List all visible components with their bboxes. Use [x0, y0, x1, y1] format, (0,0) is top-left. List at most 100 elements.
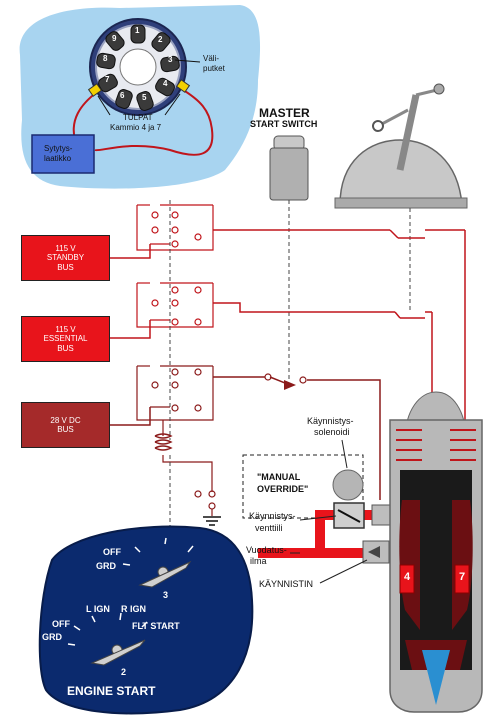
switch-2-flt-label: FLT START: [132, 621, 180, 631]
bleed-label-1: Vuodatus-: [246, 545, 287, 555]
master-switch-arrow: [284, 380, 296, 390]
master-label: MASTER: [259, 106, 310, 120]
switch-2-tick-flt: [141, 621, 148, 628]
plug-left: [87, 83, 103, 97]
relay-3: [136, 365, 214, 421]
throttle-link-2: [379, 108, 409, 127]
master-sublabel: START SWITCH: [250, 119, 318, 129]
valve-label-2: venttiili: [255, 523, 283, 533]
standby-bus-line2: STANDBY: [46, 253, 85, 263]
dc-bus-box: 28 V DC BUS: [21, 402, 110, 448]
throttle-quadrant: [339, 139, 463, 206]
igniter-4-label: 4: [404, 571, 411, 583]
cylinder-label-7: 7: [105, 75, 110, 84]
valiputket-label-2: putket: [203, 64, 225, 73]
ground-switch-contact-3: [208, 502, 216, 510]
start-valve-blade: [337, 509, 361, 523]
dc-bus-line2: BUS: [57, 425, 74, 434]
cylinder-label-3: 3: [168, 55, 173, 64]
throttle-knob: [433, 83, 445, 95]
igniter-7-label: 7: [459, 571, 466, 583]
engine-start-title: ENGINE START: [67, 684, 156, 698]
engine-ring-inner: [119, 48, 157, 86]
cylinder-label-5: 5: [142, 93, 147, 102]
master-to-solenoid: [307, 379, 381, 500]
starter-label: KÄYNNISTIN: [259, 579, 314, 589]
relay2-to-throttle: [213, 302, 395, 313]
switch-3-tick-top: [164, 537, 167, 545]
relay-1: [136, 204, 214, 251]
throttle-switch-2: [394, 311, 432, 319]
switch-3-tick-off: [134, 546, 141, 553]
valiputket-label-1: Väli-: [203, 54, 220, 63]
essential-bus-box: 115 V ESSENTIAL BUS: [21, 316, 110, 362]
cylinder-label-4: 4: [163, 79, 168, 88]
standby-bus-line1: 115 V: [55, 244, 76, 254]
igniter-7-box: [454, 564, 470, 594]
switch-3-tick-grd: [122, 563, 131, 566]
valve-label-1: Käynnistys-: [249, 511, 296, 521]
switch-2-number: 2: [121, 667, 127, 677]
ground-switch-contact-2: [208, 490, 216, 498]
solenoid-pointer: [341, 439, 348, 469]
master-switch-body: [269, 147, 309, 201]
essential-bus-line1: 115 V: [55, 325, 76, 335]
throttle-switch-1: [389, 229, 465, 239]
exhaust-cone: [422, 650, 450, 705]
relay-coil: [154, 433, 173, 451]
cylinder-label-2: 2: [158, 35, 163, 44]
standby-bus-wire: [110, 244, 151, 259]
switch-3-number: 3: [163, 590, 169, 600]
switch-2-tick-grd: [67, 643, 76, 646]
cylinder-label-9: 9: [112, 34, 117, 43]
plug-right: [175, 79, 191, 93]
switch-2-tick-lign: [91, 615, 96, 623]
throttle-link: [415, 88, 438, 97]
switch-2-lign-label: L IGN: [86, 604, 110, 614]
ignition-lead-right: [94, 87, 214, 156]
valve-actuator: [371, 504, 391, 526]
master-contact-2: [299, 376, 307, 384]
switch-2-rign-label: R IGN: [121, 604, 147, 614]
cylinder-label-6: 6: [120, 91, 125, 100]
switch-3-knob: [138, 560, 192, 588]
essential-bus-line2: ESSENTIAL: [43, 334, 88, 344]
dc-bus-line1: 28 V DC: [50, 415, 81, 425]
manual-override-label-2: OVERRIDE": [257, 484, 309, 494]
kammio-label: Kammio 4 ja 7: [110, 123, 162, 132]
igniter-4-box: [399, 564, 415, 594]
relay-2: [136, 282, 214, 328]
switch-2-tick-rign: [119, 612, 122, 621]
tulpat-label: TULPAT: [123, 113, 153, 122]
essential-bus-line3: BUS: [57, 343, 74, 353]
exciter-box: [31, 134, 95, 174]
bleed-air-pipe-vertical: [315, 510, 325, 558]
throttle-arm: [396, 94, 420, 171]
tulpat-pointer-right: [164, 93, 181, 116]
switch-3-tick-right: [187, 545, 194, 553]
dc-bus-wire: [110, 407, 151, 426]
tulpat-pointer-left: [97, 95, 111, 116]
cylinder-label-8: 8: [103, 54, 108, 63]
switch-3-grd-label: GRD: [96, 561, 116, 571]
switch-2-tick-off: [73, 625, 81, 631]
manual-override-label-1: "MANUAL: [257, 472, 301, 482]
essential-bus-wire: [110, 320, 151, 339]
engine-start-panel: [38, 525, 254, 715]
exciter-label-2: laatikko: [44, 154, 72, 163]
valve-pointer: [299, 515, 337, 521]
cylinder-label-1: 1: [135, 26, 140, 35]
switch-2-off-label: OFF: [52, 619, 70, 629]
solenoid-label-2: solenoidi: [314, 427, 350, 437]
throttle-base: [334, 197, 468, 209]
solenoid-label-1: Käynnistys-: [307, 416, 354, 426]
standby-bus-line3: BUS: [57, 262, 74, 272]
bleed-air-pipe-lower: [258, 548, 368, 558]
start-solenoid: [332, 469, 364, 501]
standby-bus-box: 115 V STANDBY BUS: [21, 235, 110, 281]
starter-arrow: [368, 546, 380, 558]
bleed-label-2: ilma: [250, 556, 267, 566]
ground-switch-contact-1: [194, 490, 202, 498]
ground-symbol: [203, 516, 221, 526]
